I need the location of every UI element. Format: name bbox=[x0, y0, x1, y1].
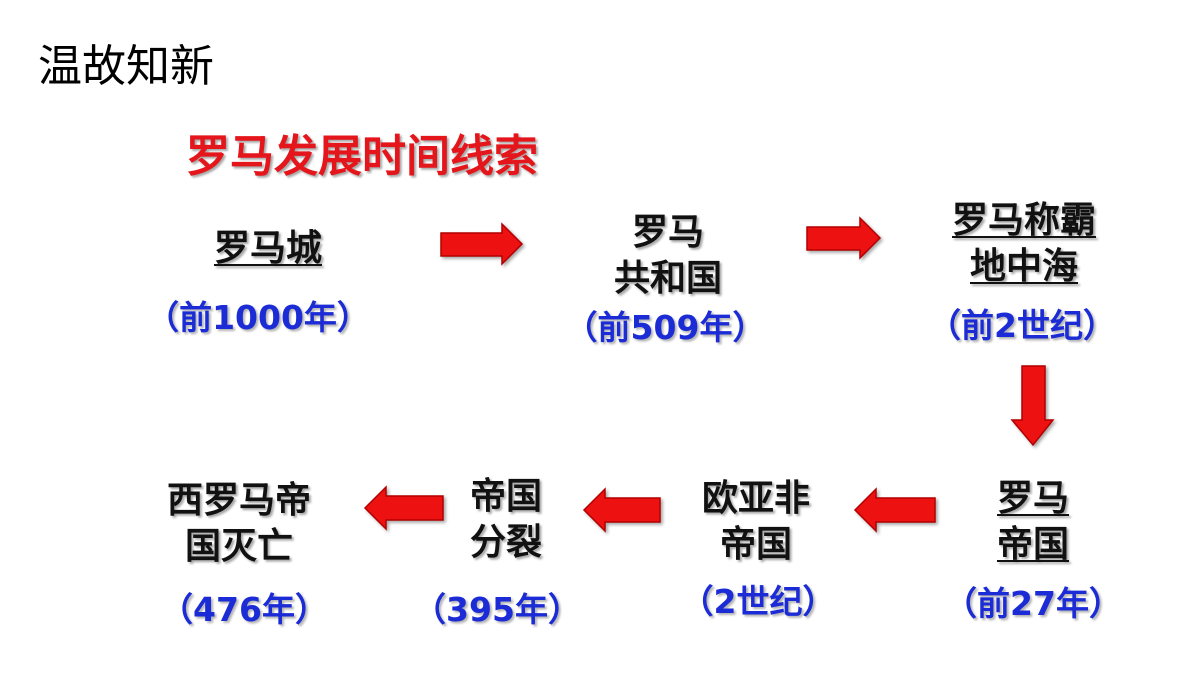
node-rome-city: 罗马城 bbox=[214, 226, 322, 272]
arrow-left-icon bbox=[582, 487, 661, 533]
node-empire-split-line-1: 帝国 bbox=[469, 476, 543, 517]
arrow-down-icon bbox=[1010, 365, 1055, 447]
node-empire-split-date: （395年） bbox=[413, 590, 581, 629]
node-rome-mediterranean-date: （前2世纪） bbox=[928, 306, 1116, 345]
node-empire-split: 帝国 分裂 bbox=[470, 474, 542, 566]
node-roman-empire-date: （前27年） bbox=[944, 584, 1122, 623]
node-rome-mediterranean-line-1: 罗马称霸 bbox=[951, 200, 1097, 241]
node-eurasia-africa-empire: 欧亚非 帝国 bbox=[702, 476, 810, 568]
node-roman-empire-line-2: 帝国 bbox=[996, 524, 1070, 565]
node-rome-mediterranean-line-2: 地中海 bbox=[969, 246, 1079, 287]
node-rome-city-line-1: 罗马城 bbox=[213, 228, 323, 269]
diagram-title: 罗马发展时间线索 bbox=[186, 131, 538, 182]
node-eurasia-africa-empire-line-2: 帝国 bbox=[719, 524, 793, 565]
node-roman-republic: 罗马 共和国 bbox=[614, 210, 722, 302]
node-roman-empire-line-1: 罗马 bbox=[996, 478, 1070, 519]
node-roman-republic-line-2: 共和国 bbox=[613, 258, 723, 299]
page-title: 温故知新 bbox=[38, 41, 214, 92]
arrow-left-icon bbox=[853, 487, 936, 533]
node-rome-mediterranean: 罗马称霸 地中海 bbox=[952, 198, 1096, 290]
node-western-rome-fall-date: （476年） bbox=[160, 590, 328, 629]
node-eurasia-africa-empire-line-1: 欧亚非 bbox=[701, 478, 811, 519]
arrow-right-icon bbox=[806, 216, 882, 260]
node-roman-republic-line-1: 罗马 bbox=[631, 212, 705, 253]
node-western-rome-fall-line-1: 西罗马帝 bbox=[166, 480, 312, 521]
arrow-right-icon bbox=[440, 222, 524, 266]
arrow-left-icon bbox=[363, 485, 444, 531]
node-roman-empire: 罗马 帝国 bbox=[997, 476, 1069, 568]
node-eurasia-africa-empire-date: （2世纪） bbox=[680, 582, 836, 621]
node-western-rome-fall: 西罗马帝 国灭亡 bbox=[167, 478, 311, 570]
node-western-rome-fall-line-2: 国灭亡 bbox=[184, 526, 294, 567]
node-empire-split-line-2: 分裂 bbox=[469, 522, 543, 563]
node-rome-city-date: （前1000年） bbox=[146, 298, 370, 337]
node-roman-republic-date: （前509年） bbox=[564, 308, 766, 347]
